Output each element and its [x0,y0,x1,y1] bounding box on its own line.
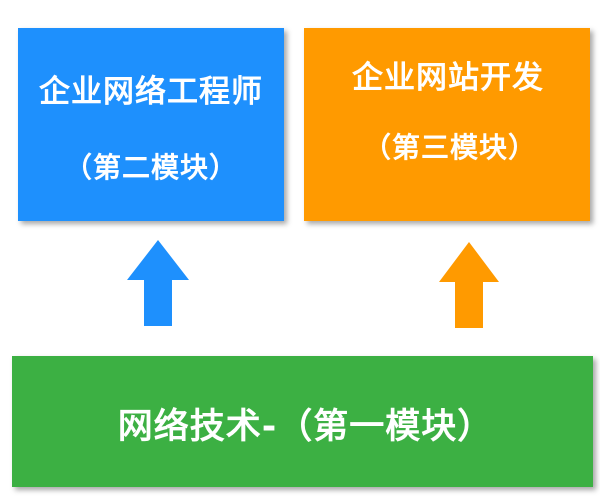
orange-arrow-up-icon [439,242,499,328]
blue-arrow-up-icon [127,240,189,326]
web-development-title: 企业网站开发 [352,60,544,96]
web-development-box: 企业网站开发 （第三模块） [304,28,590,221]
web-development-subtitle: （第三模块） [362,131,537,164]
network-technology-box: 网络技术-（第一模块） [12,356,593,487]
network-engineer-subtitle: （第二模块） [63,151,238,184]
network-technology-title: 网络技术-（第一模块） [117,407,494,447]
network-engineer-title: 企业网络工程师 [39,74,263,110]
network-engineer-box: 企业网络工程师 （第二模块） [18,28,284,221]
